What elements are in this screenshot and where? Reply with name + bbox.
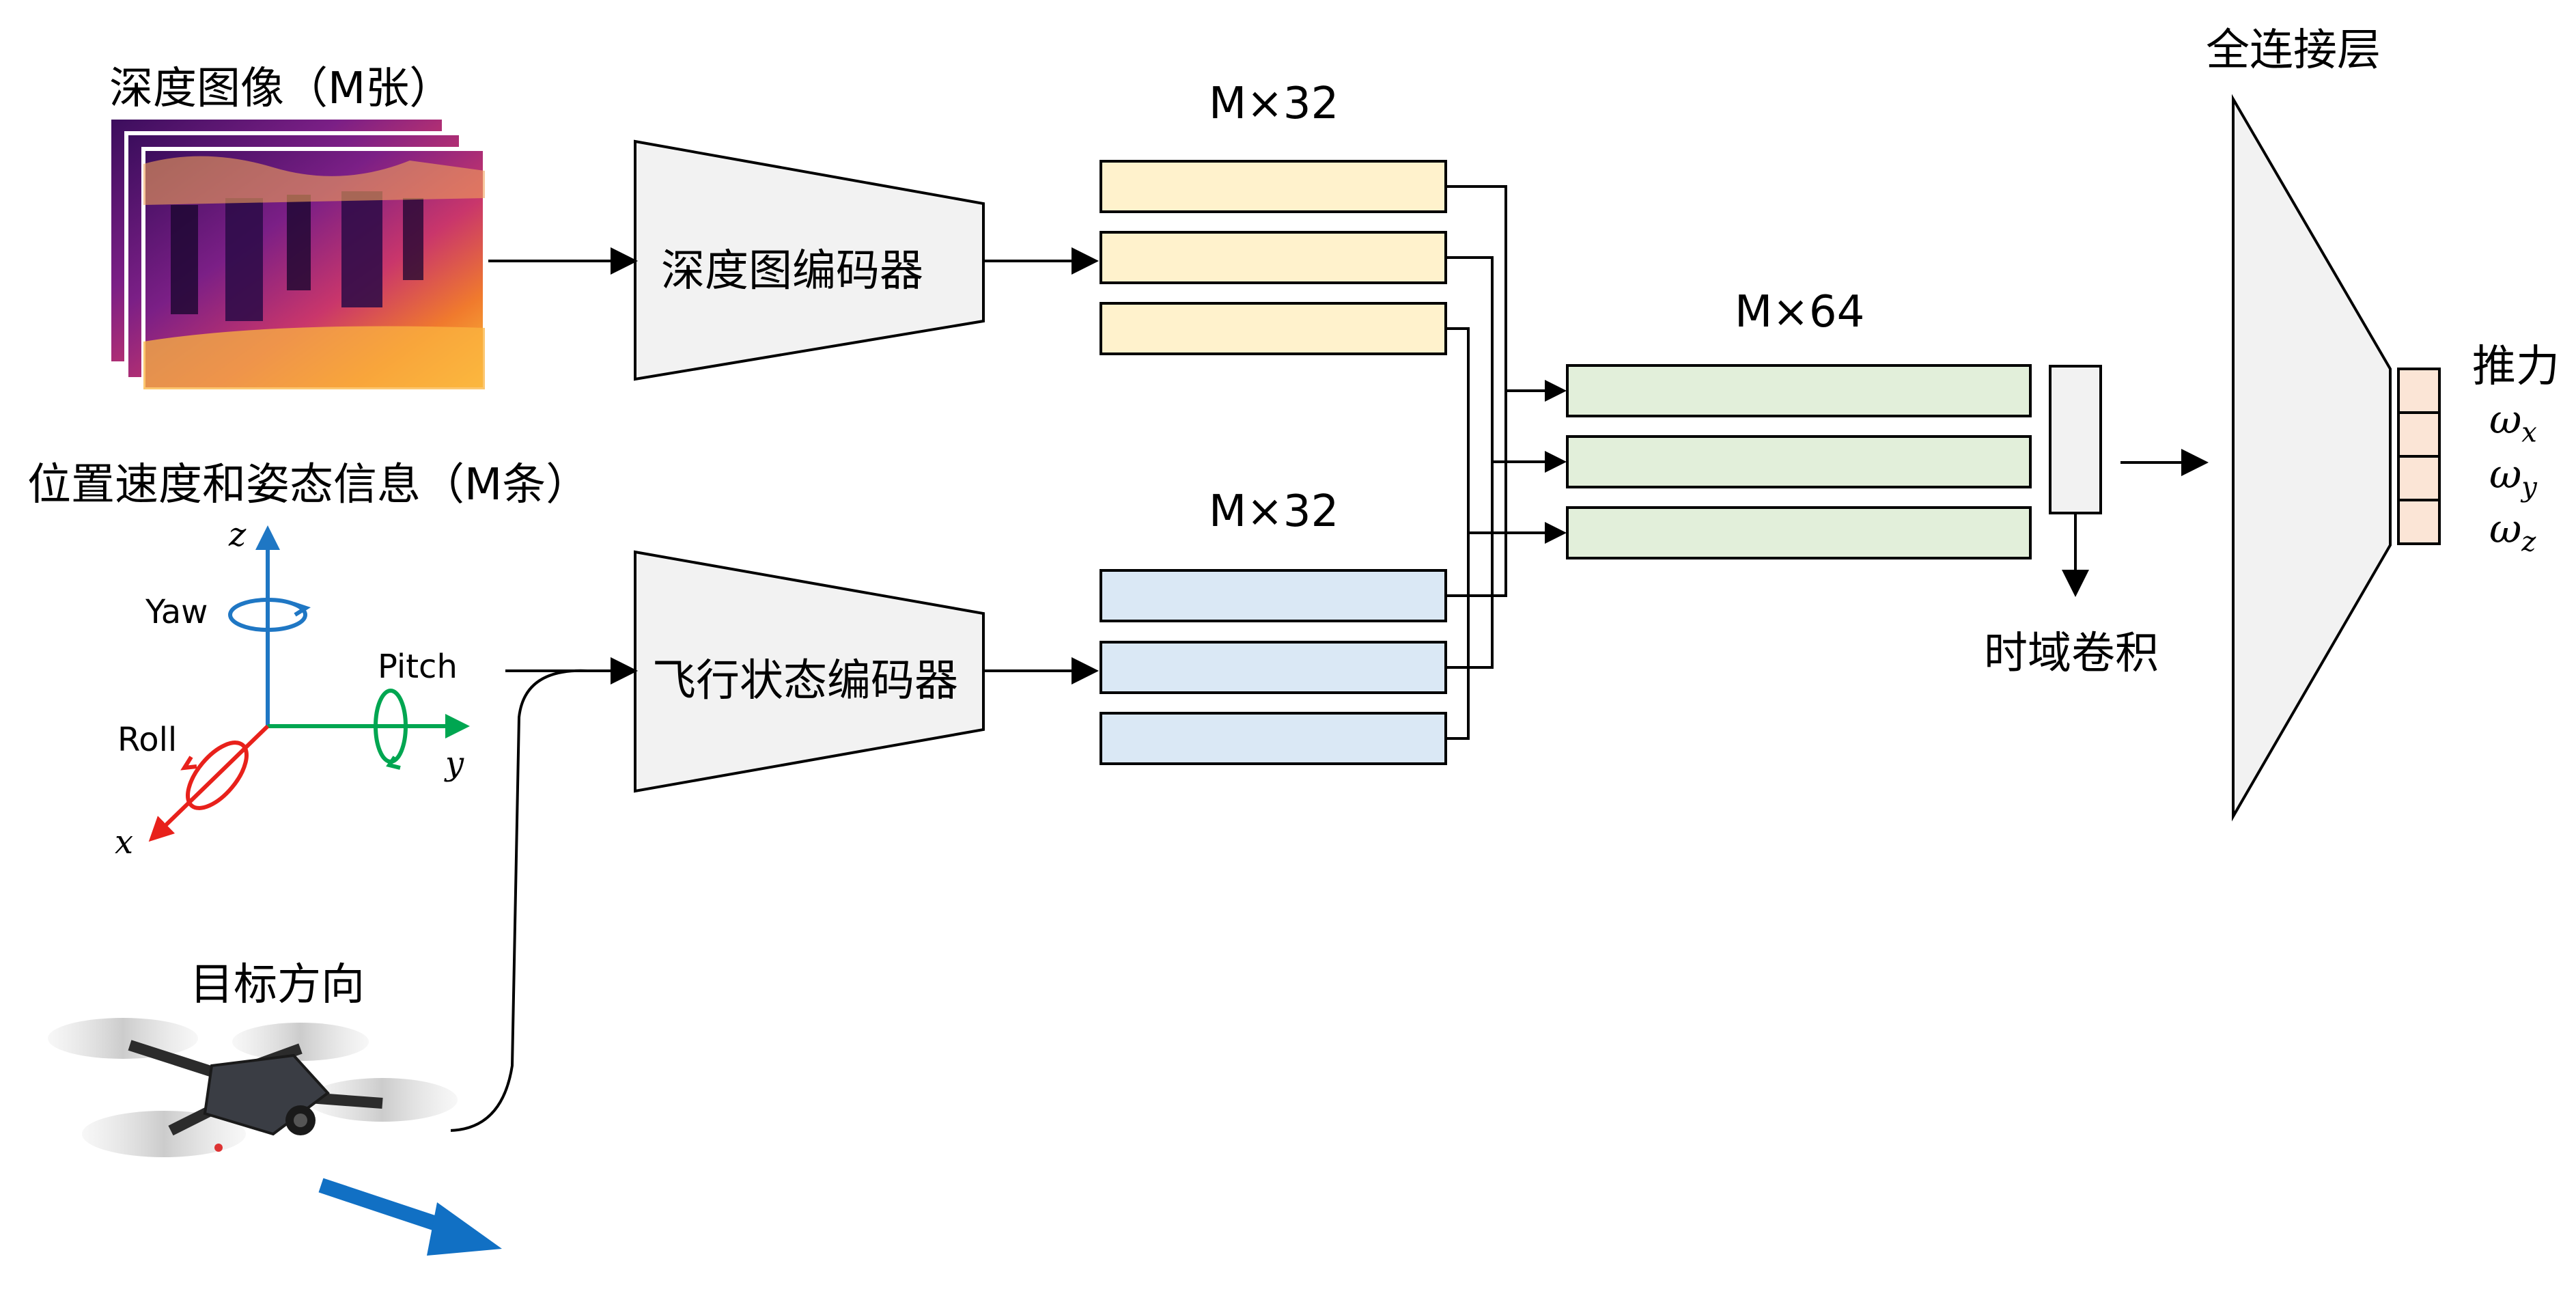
temporal-conv-block xyxy=(2049,365,2102,514)
depth-image-stack xyxy=(107,115,487,391)
drone-propeller xyxy=(232,1023,369,1061)
target-direction-label: 目标方向 xyxy=(190,960,365,1010)
depth-feature-bar-3 xyxy=(1100,302,1447,355)
thrust-label: 推力 xyxy=(2472,342,2560,392)
flight-state-label: 位置速度和姿态信息（M条） xyxy=(27,460,590,510)
roll-label: Roll xyxy=(117,721,178,759)
flight-encoder-label: 飞行状态编码器 xyxy=(652,656,958,706)
depth-feature-dim-label: M×32 xyxy=(1209,79,1339,129)
target-direction-curve xyxy=(447,669,588,1132)
flight-feature-bars xyxy=(1100,569,1447,765)
concat-feature-bar-2 xyxy=(1566,435,2032,488)
concat-feature-bars xyxy=(1566,364,2032,559)
depth-encoder xyxy=(634,139,985,381)
concat-routing-wires xyxy=(1446,185,1567,740)
omega-z-label: ωz xyxy=(2489,506,2536,558)
output-boxes xyxy=(2397,368,2441,545)
fully-connected-layer xyxy=(2232,94,2392,822)
yaw-label: Yaw xyxy=(145,593,208,631)
concat-feature-dim-label: M×64 xyxy=(1735,287,1865,337)
depth-feature-bar-2 xyxy=(1100,231,1447,284)
target-direction-arrow xyxy=(318,1178,502,1256)
drone-image xyxy=(48,1001,458,1175)
concat-feature-bar-3 xyxy=(1566,506,2032,559)
flight-feature-dim-label: M×32 xyxy=(1209,486,1339,537)
depth-images-label: 深度图像（M张） xyxy=(109,64,453,114)
coordinate-axes xyxy=(148,525,470,842)
depth-feature-bar-1 xyxy=(1100,160,1447,213)
z-axis-label: z xyxy=(229,516,247,554)
concat-feature-bar-1 xyxy=(1566,364,2032,417)
depth-feature-bars xyxy=(1100,160,1447,355)
pitch-label: Pitch xyxy=(378,648,458,686)
flight-state-encoder xyxy=(634,550,985,793)
flight-feature-bar-1 xyxy=(1100,569,1447,622)
output-thrust-box xyxy=(2397,368,2441,414)
drone-propeller xyxy=(48,1018,198,1059)
temporal-conv-label: 时域卷积 xyxy=(1984,628,2159,679)
output-omega-y-box xyxy=(2397,455,2441,501)
omega-x-label: ωx xyxy=(2489,396,2537,449)
drone-propeller xyxy=(82,1111,246,1157)
flight-feature-bar-3 xyxy=(1100,712,1447,765)
omega-y-label: ωy xyxy=(2489,451,2537,503)
fc-layer-label: 全连接层 xyxy=(2206,25,2381,76)
flight-feature-bar-2 xyxy=(1100,641,1447,694)
y-axis-label: y xyxy=(445,745,464,783)
x-axis-label: x xyxy=(115,823,134,861)
output-omega-z-box xyxy=(2397,499,2441,545)
depth-image-front xyxy=(141,147,487,391)
roll-rotation-icon xyxy=(185,741,249,810)
output-omega-x-box xyxy=(2397,411,2441,458)
yaw-rotation-icon xyxy=(228,598,307,632)
x-axis-arrow xyxy=(148,724,270,842)
depth-encoder-label: 深度图编码器 xyxy=(661,246,923,296)
